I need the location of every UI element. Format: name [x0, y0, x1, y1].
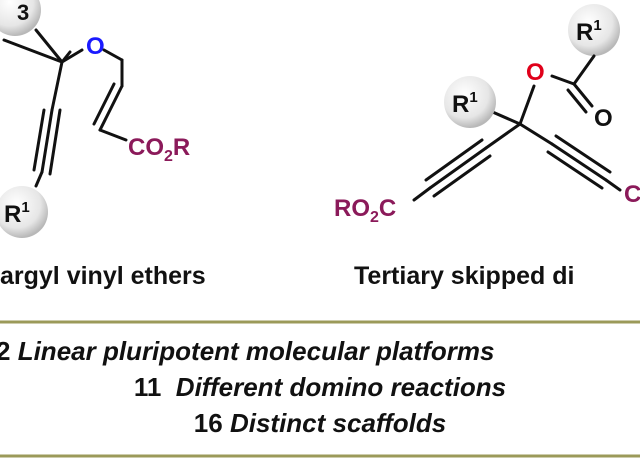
ester-co2r: CO2R [128, 134, 190, 165]
r3-label: 3 [17, 0, 29, 25]
ether-oxygen: O [86, 33, 105, 60]
summary-line-2: 11 Different domino reactions [133, 372, 507, 402]
svg-text:RO2C: RO2C [334, 195, 396, 226]
r3-sphere [0, 0, 41, 36]
r1-sphere [0, 186, 48, 238]
carbonyl-oxygen: O [594, 105, 613, 132]
ester-ro2c: RO2C [334, 195, 396, 226]
tertiary-skipped-diyne-structure: R1 O O R1 [334, 4, 640, 290]
r1-left-sphere [444, 76, 496, 128]
svg-text:CO2R: CO2R [128, 134, 190, 165]
r1-label: R1 [4, 199, 30, 228]
summary-line-1: 2 Linear pluripotent molecular platforms [0, 336, 495, 366]
r1-left-label: R1 [452, 89, 478, 118]
left-caption: argyl vinyl ethers [0, 262, 206, 290]
r1-top-label: R1 [576, 17, 602, 46]
summary-line-3: 16 Distinct scaffolds [193, 408, 447, 438]
right-caption: Tertiary skipped di [354, 262, 574, 290]
ester-oxygen: O [526, 59, 545, 86]
r1-top-sphere [568, 4, 620, 56]
propargyl-vinyl-ether-structure: 3 O CO2R [0, 0, 206, 290]
ester-c-partial: C [624, 181, 640, 208]
